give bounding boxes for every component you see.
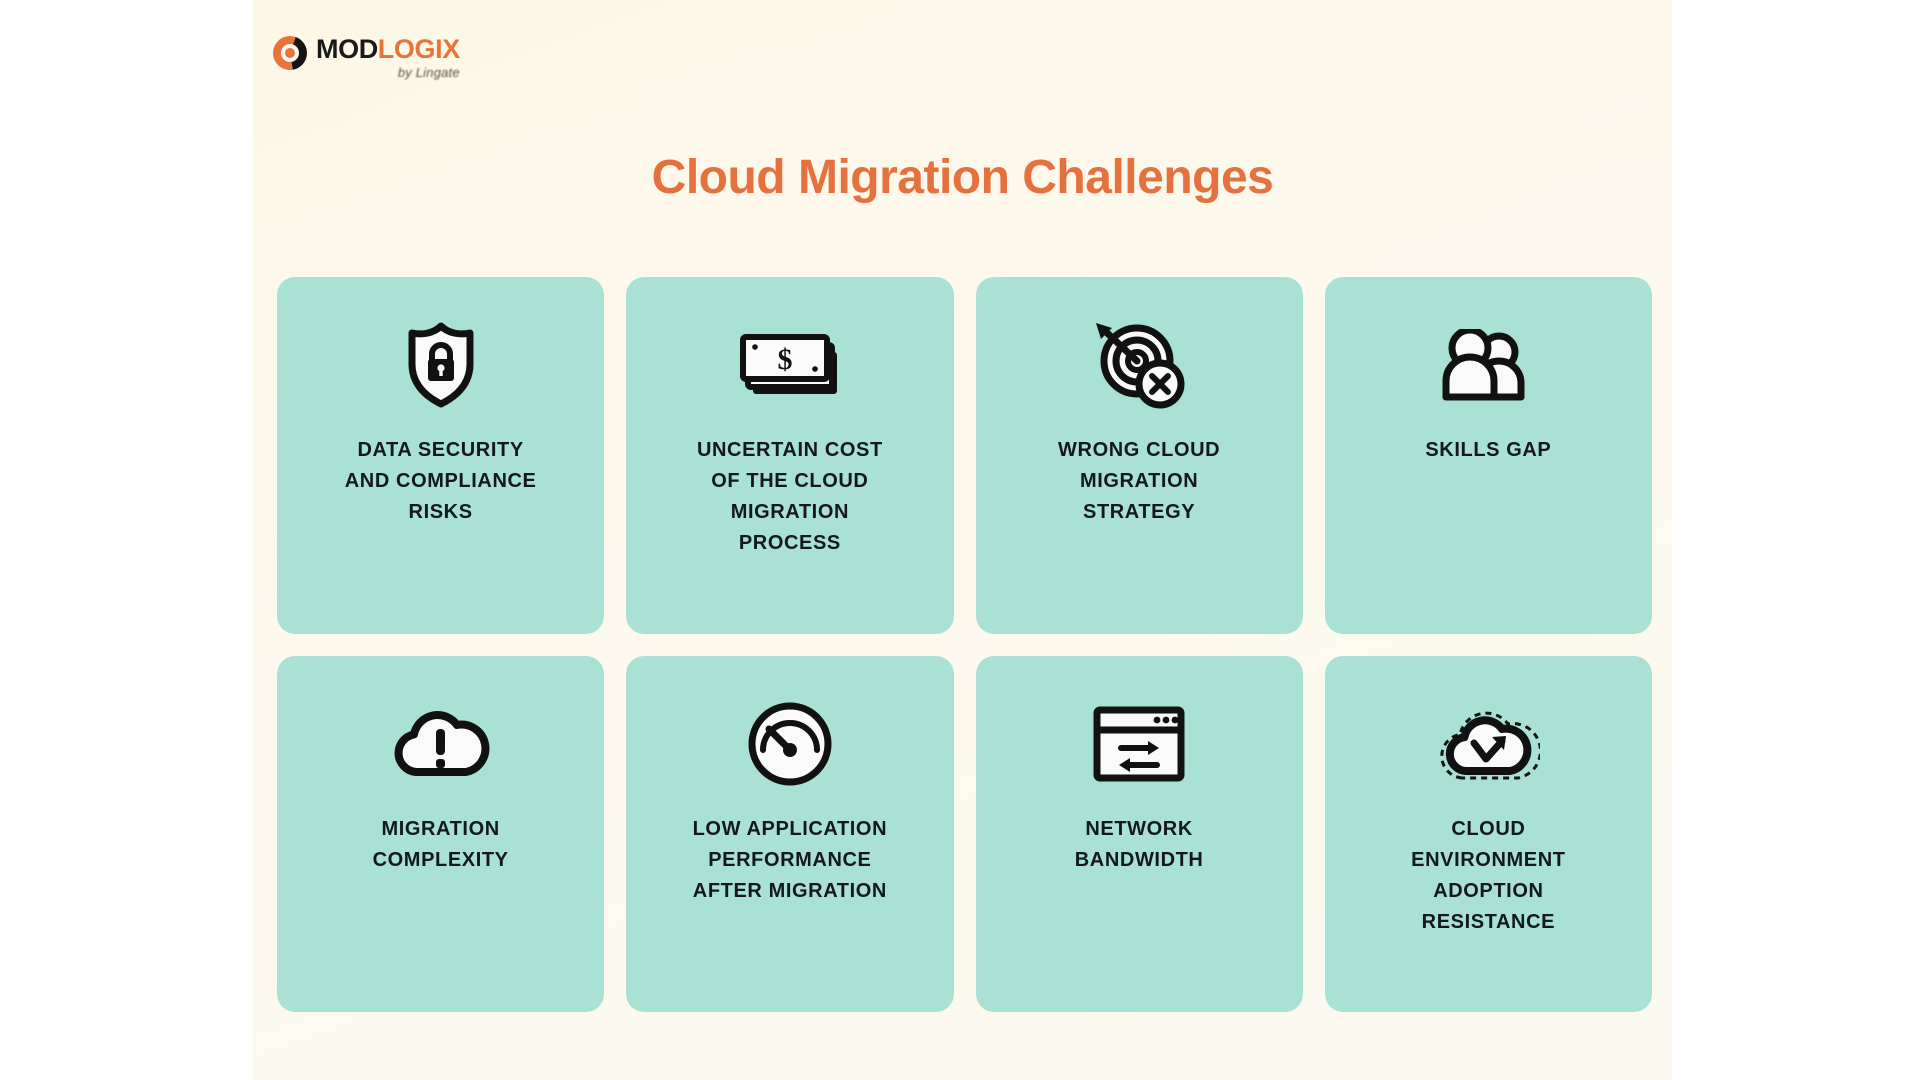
challenge-card-adoption-resistance[interactable]: CLOUD ENVIRONMENT ADOPTION RESISTANCE <box>1324 655 1652 1012</box>
dashed-cloud-arrow-icon <box>1325 696 1652 792</box>
cloud-exclamation-icon <box>277 696 604 792</box>
money-stack-icon: $ <box>626 317 953 413</box>
svg-text:$: $ <box>777 343 792 376</box>
two-people-icon <box>1325 317 1652 413</box>
brand-logo: MODLOGIX by Lingate <box>273 34 460 80</box>
challenge-card-data-security[interactable]: DATA SECURITY AND COMPLIANCE RISKS <box>277 277 605 634</box>
card-label: NETWORK BANDWIDTH <box>1074 817 1204 871</box>
card-label: CLOUD ENVIRONMENT ADOPTION RESISTANCE <box>1411 817 1566 933</box>
card-label: LOW APPLICATION PERFORMANCE AFTER MIGRAT… <box>692 817 888 902</box>
card-label: MIGRATION COMPLEXITY <box>372 817 509 871</box>
browser-transfer-arrows-icon <box>976 696 1303 792</box>
speedometer-gauge-icon <box>626 696 953 792</box>
challenge-card-network-bandwidth[interactable]: NETWORK BANDWIDTH <box>975 655 1303 1012</box>
card-label: DATA SECURITY AND COMPLIANCE RISKS <box>344 439 537 523</box>
card-label: SKILLS GAP <box>1425 439 1552 461</box>
brand-logo-text: MODLOGIX by Lingate <box>316 34 460 80</box>
page-title: Cloud Migration Challenges <box>651 151 1274 204</box>
challenge-card-low-performance[interactable]: LOW APPLICATION PERFORMANCE AFTER MIGRAT… <box>626 655 954 1012</box>
modlogix-circle-logo-icon <box>273 36 307 70</box>
card-label: WRONG CLOUD MIGRATION STRATEGY <box>1058 439 1221 523</box>
card-label: UNCERTAIN COST OF THE CLOUD MIGRATION PR… <box>696 439 883 554</box>
challenges-grid: DATA SECURITY AND COMPLIANCE RISKS $ UNC… <box>277 277 1652 1012</box>
brand-name-dark: MOD <box>316 34 378 64</box>
challenge-card-migration-complexity[interactable]: MIGRATION COMPLEXITY <box>277 655 605 1012</box>
brand-name-accent: LOGIX <box>377 34 460 64</box>
shield-lock-icon <box>277 317 604 413</box>
challenge-card-skills-gap[interactable]: SKILLS GAP <box>1324 277 1652 634</box>
challenge-card-wrong-strategy[interactable]: WRONG CLOUD MIGRATION STRATEGY <box>975 277 1303 634</box>
target-arrow-error-icon <box>976 317 1303 413</box>
brand-tagline: by Lingate <box>397 65 460 80</box>
challenge-card-uncertain-cost[interactable]: $ UNCERTAIN COST OF THE CLOUD MIGRATION … <box>626 277 954 634</box>
